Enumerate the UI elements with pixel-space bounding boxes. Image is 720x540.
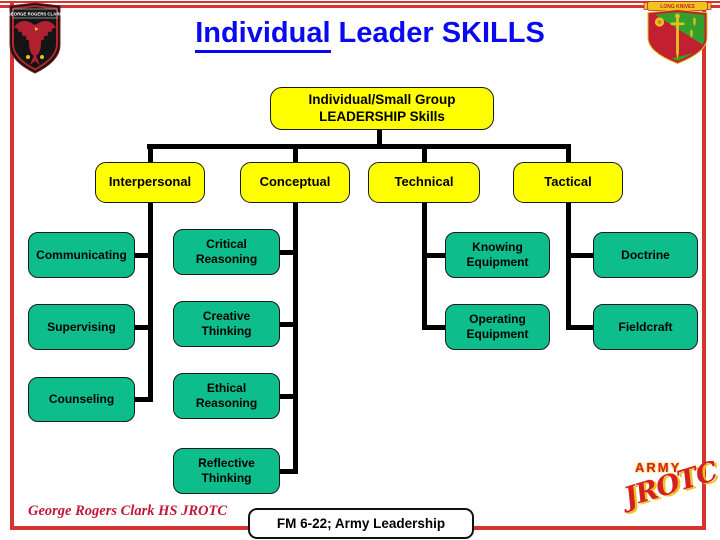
title-underlined-word: Individual <box>195 17 331 53</box>
connector-stub-counseling <box>133 397 150 402</box>
node-technical: Technical <box>368 162 480 203</box>
connector-drop-technical <box>421 144 427 162</box>
connector-stub-supervising <box>133 324 150 330</box>
slide-border-right <box>702 3 706 530</box>
army-jrotc-logo: ARMY JROTC <box>620 456 720 518</box>
node-operating-equipment: Operating Equipment <box>445 304 550 350</box>
connector-drop-tactical <box>565 144 571 162</box>
title-rest: Leader SKILLS <box>338 17 545 49</box>
slide-border-left <box>10 3 14 530</box>
node-root-line1: Individual/Small Group <box>308 91 456 107</box>
connector-drop-interpersonal <box>147 144 153 162</box>
connector-vertical-tactical <box>565 203 571 330</box>
node-interpersonal: Interpersonal <box>95 162 205 203</box>
slide-border-top-thick <box>0 5 720 8</box>
reference-box: FM 6-22; Army Leadership <box>248 508 474 539</box>
node-knowing-equipment: Knowing Equipment <box>445 232 550 278</box>
node-creative-thinking: Creative Thinking <box>173 301 280 347</box>
connector-stub-doctrine <box>568 252 595 258</box>
connector-vertical-conceptual <box>292 203 298 474</box>
node-communicating: Communicating <box>28 232 135 278</box>
school-name: George Rogers Clark HS JROTC <box>28 503 227 519</box>
node-conceptual: Conceptual <box>240 162 350 203</box>
node-root: Individual/Small Group LEADERSHIP Skills <box>270 87 494 130</box>
connector-vertical-interpersonal <box>147 203 153 402</box>
connector-stub-operating-equipment <box>424 324 447 330</box>
rose-icon <box>654 17 665 27</box>
connector-main-horizontal <box>147 144 571 149</box>
fleur-de-lis-icon <box>689 17 697 38</box>
george-rogers-clark-crest-icon: GEORGE ROGERS CLARK <box>8 2 64 74</box>
connector-stub-ethical-reasoning <box>278 393 295 399</box>
slide-border-top-thin <box>0 1 720 3</box>
connector-stub-fieldcraft <box>568 324 595 330</box>
node-root-line2: LEADERSHIP Skills <box>319 108 445 124</box>
right-crest-banner-text: LONG KNIVES <box>660 4 695 10</box>
node-tactical: Tactical <box>513 162 623 203</box>
node-fieldcraft: Fieldcraft <box>593 304 698 350</box>
sword-icon <box>670 13 685 59</box>
node-counseling: Counseling <box>28 377 135 422</box>
connector-stub-reflective-thinking <box>278 468 295 474</box>
connector-stub-communicating <box>133 252 150 258</box>
node-doctrine: Doctrine <box>593 232 698 278</box>
node-reflective-thinking: Reflective Thinking <box>173 448 280 494</box>
connector-stub-critical-reasoning <box>278 249 295 255</box>
connector-stub-knowing-equipment <box>424 252 447 258</box>
node-ethical-reasoning: Ethical Reasoning <box>173 373 280 419</box>
node-supervising: Supervising <box>28 304 135 350</box>
connector-root-drop <box>377 130 382 146</box>
unit-crest-icon: LONG KNIVES <box>643 1 712 64</box>
connector-stub-creative-thinking <box>278 321 295 327</box>
connector-vertical-technical <box>421 203 427 330</box>
left-crest-banner-text: GEORGE ROGERS CLARK <box>8 12 64 17</box>
eagle-icon <box>14 20 56 65</box>
army-logo-text: ARMY <box>635 460 682 475</box>
node-critical-reasoning: Critical Reasoning <box>173 229 280 275</box>
connector-drop-conceptual <box>292 144 298 162</box>
